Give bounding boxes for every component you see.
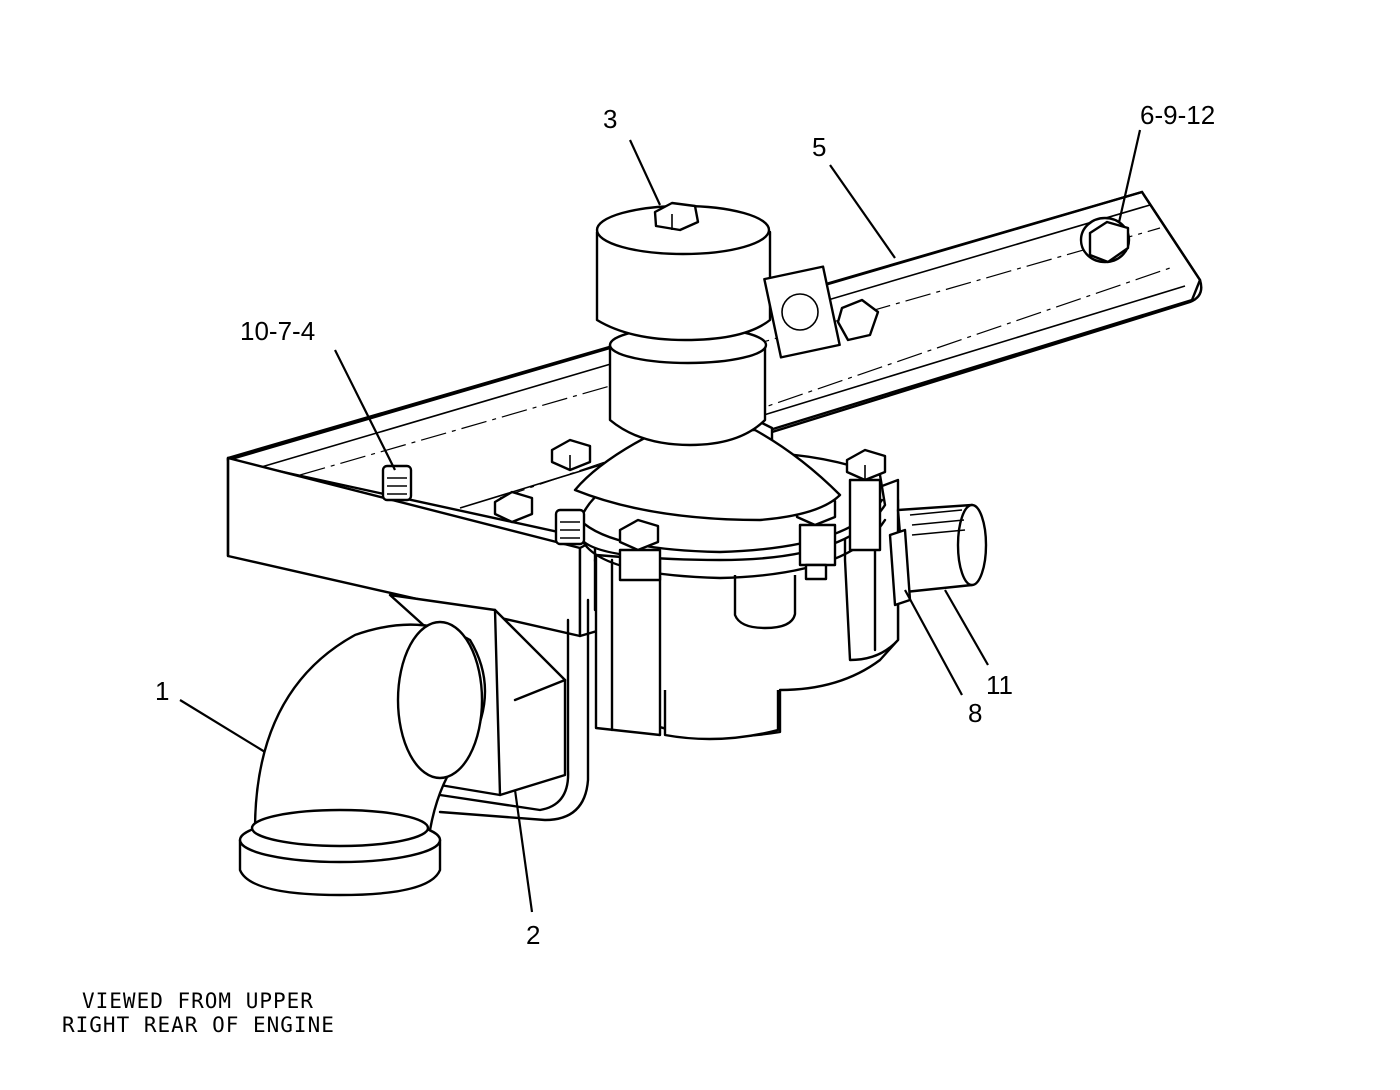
callout-11: 11 (986, 670, 1013, 700)
callout-8: 8 (968, 698, 982, 728)
leader-3 (629, 139, 661, 206)
view-caption-line-2: RIGHT REAR OF ENGINE (62, 1013, 335, 1037)
bolt-icon (493, 490, 534, 524)
callout-10-7-4: 10-7-4 (240, 316, 315, 346)
inlet-nipple (888, 503, 988, 607)
side-fitting (763, 265, 880, 359)
leader-10-7-4 (334, 349, 396, 471)
leader-1 (179, 699, 266, 753)
leader-2 (513, 789, 534, 913)
stud-icon (554, 508, 586, 546)
bracket-bolt-icon (1079, 216, 1131, 264)
callout-5: 5 (812, 132, 826, 162)
leader-11 (944, 589, 989, 666)
view-caption-line-1: VIEWED FROM UPPER (82, 989, 314, 1013)
callout-3: 3 (603, 104, 617, 134)
callout-1: 1 (155, 676, 169, 706)
elbow-fitting (238, 593, 590, 897)
bolt-icon (618, 518, 662, 582)
leader-8 (904, 589, 963, 696)
bolt-icon (550, 438, 592, 472)
bolt-icon (845, 448, 887, 552)
callout-2: 2 (526, 920, 540, 950)
leader-5 (829, 164, 896, 259)
flange-bolts (381, 420, 887, 582)
stud-icon (381, 464, 413, 502)
canister (573, 201, 842, 522)
callout-6-9-12: 6-9-12 (1140, 100, 1215, 130)
